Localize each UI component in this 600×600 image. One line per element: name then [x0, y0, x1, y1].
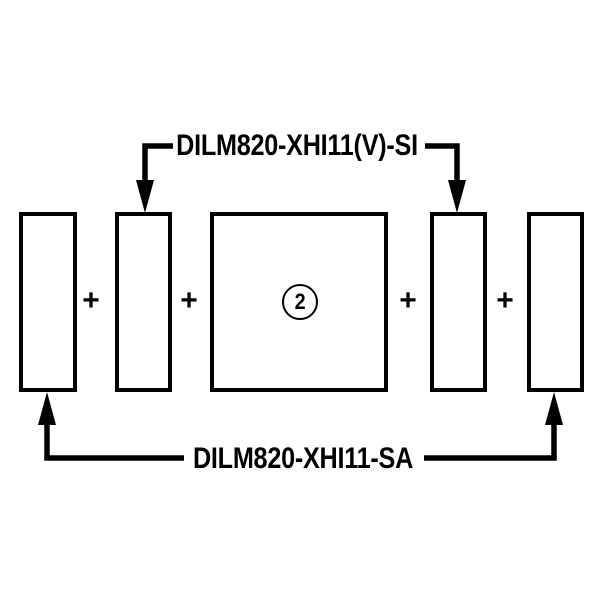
module-box-far-right	[527, 212, 584, 392]
arrow-down-icon	[136, 180, 154, 213]
center-number-badge: 2	[282, 284, 318, 320]
bottom-left-arrow-line	[44, 424, 184, 461]
plus-sign: +	[180, 283, 198, 317]
badge-number: 2	[294, 289, 306, 314]
bottom-callout-label: DILM820-XHI11-SA	[192, 442, 414, 475]
plus-sign: +	[496, 283, 514, 317]
module-box-far-left	[19, 212, 77, 392]
bottom-left-callout-arrow	[38, 392, 184, 461]
plus-sign: +	[399, 283, 417, 317]
module-box-inner-right	[430, 212, 487, 392]
module-box-inner-left	[115, 212, 172, 392]
top-right-arrow-line	[425, 143, 460, 181]
arrow-up-icon	[38, 392, 56, 425]
top-right-callout-arrow	[425, 143, 466, 213]
plus-sign: +	[82, 283, 100, 317]
top-left-arrow-line	[142, 143, 173, 181]
arrow-up-icon	[545, 392, 563, 425]
bottom-right-arrow-line	[424, 424, 557, 461]
bottom-right-callout-arrow	[424, 392, 563, 461]
top-callout-label: DILM820-XHI11(V)-SI	[176, 129, 418, 162]
arrow-down-icon	[448, 180, 466, 213]
top-left-callout-arrow	[136, 143, 173, 213]
